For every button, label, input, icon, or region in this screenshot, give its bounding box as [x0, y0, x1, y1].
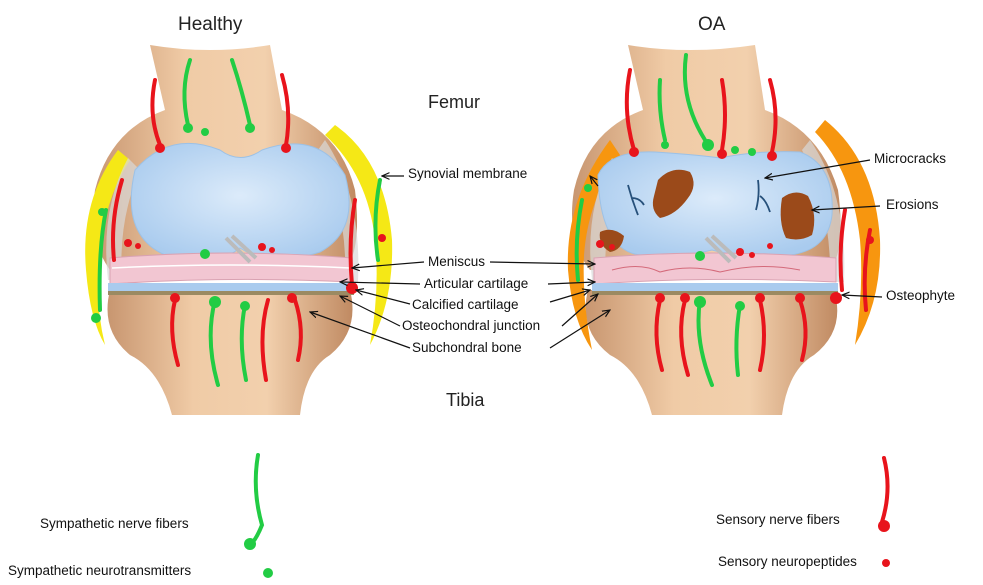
- legend-sensory-fiber-icon: [878, 458, 890, 532]
- legend-sympathetic-fibers: Sympathetic nerve fibers: [40, 516, 189, 531]
- legend-sympathetic-transmitter-icon: [263, 568, 273, 578]
- healthy-knee: [85, 45, 392, 415]
- legend-sensory-neuropeptides: Sensory neuropeptides: [718, 554, 857, 569]
- oa-tibial-cartilage: [592, 283, 838, 292]
- label-osteophyte: Osteophyte: [886, 288, 955, 303]
- oa-knee: [568, 45, 880, 415]
- oa-tibia: [586, 290, 838, 415]
- title-oa: OA: [698, 14, 725, 36]
- oa-meniscus: [594, 253, 836, 284]
- label-meniscus: Meniscus: [428, 254, 485, 269]
- label-femur: Femur: [428, 92, 480, 113]
- title-healthy: Healthy: [178, 14, 242, 36]
- label-osteochondral-junction: Osteochondral junction: [402, 318, 540, 333]
- label-microcracks: Microcracks: [874, 151, 946, 166]
- healthy-tibial-cartilage: [108, 283, 354, 292]
- oa-erosion-2: [781, 192, 815, 239]
- legend-sensory-neuropeptide-icon: [882, 559, 890, 567]
- label-articular-cartilage: Articular cartilage: [424, 276, 528, 291]
- label-subchondral-bone: Subchondral bone: [412, 340, 522, 355]
- legend-sympathetic-transmitters: Sympathetic neurotransmitters: [8, 563, 191, 578]
- healthy-calcified-cartilage: [108, 291, 354, 295]
- healthy-meniscus: [110, 253, 352, 284]
- label-calcified-cartilage: Calcified cartilage: [412, 297, 519, 312]
- label-erosions: Erosions: [886, 197, 939, 212]
- legend-sensory-fibers: Sensory nerve fibers: [716, 512, 840, 527]
- label-synovial-membrane: Synovial membrane: [408, 166, 527, 181]
- healthy-tibia: [108, 290, 353, 415]
- legend-sympathetic-fiber-icon: [244, 455, 262, 550]
- label-tibia: Tibia: [446, 390, 484, 411]
